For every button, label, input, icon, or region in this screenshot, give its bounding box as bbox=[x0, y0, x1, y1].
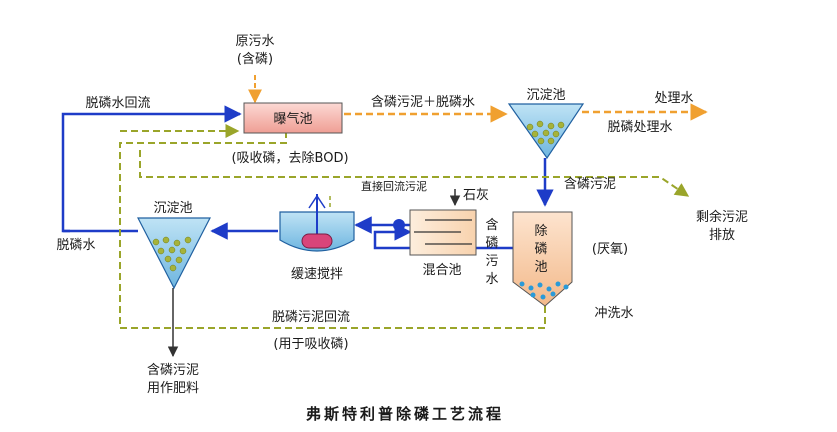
phos-sludge-right-label: 含磷污泥 bbox=[564, 176, 616, 192]
settling-tank-top-label: 沉淀池 bbox=[526, 88, 565, 103]
settling-tank-left bbox=[137, 217, 211, 290]
treated-water-label: 处理水 bbox=[654, 91, 693, 106]
dephos-tank-char: 除 bbox=[534, 224, 547, 239]
phos-water-char: 污 bbox=[485, 254, 498, 269]
excess-sludge-discharge-label: 排放 bbox=[709, 228, 735, 243]
phos-sludge-plus-water-label: 含磷污泥＋脱磷水 bbox=[371, 94, 475, 110]
raw-water-label: 原污水 bbox=[235, 34, 274, 49]
diagram-caption: 弗斯特利普除磷工艺流程 bbox=[306, 405, 504, 423]
dephos-treated-water-label: 脱磷处理水 bbox=[607, 120, 672, 135]
settling-tank-left-label: 沉淀池 bbox=[153, 201, 192, 216]
dephos-tank-char: 池 bbox=[534, 260, 547, 275]
agitator-impeller-icon bbox=[301, 233, 333, 249]
sludge-fertilizer-use-label: 用作肥料 bbox=[147, 381, 199, 396]
wash-water-label: 冲洗水 bbox=[594, 306, 633, 321]
settling-tank-left-sludge bbox=[152, 236, 192, 272]
mixing-tank-baffles bbox=[414, 219, 472, 245]
phos-water-vertical-label: 含 磷 污 水 bbox=[485, 217, 498, 287]
direct-return-sludge-label: 直接回流污泥 bbox=[361, 179, 427, 193]
for-phos-absorption-label: (用于吸收磷) bbox=[273, 337, 348, 352]
slow-mixing-label: 缓速搅拌 bbox=[291, 266, 343, 282]
aeration-note-label: (吸收磷，去除BOD) bbox=[231, 151, 348, 166]
aeration-tank-label: 曝气池 bbox=[273, 111, 312, 127]
phos-water-char: 水 bbox=[485, 272, 498, 287]
dephos-water-label: 脱磷水 bbox=[56, 238, 95, 253]
sludge-fertilizer-label: 含磷污泥 bbox=[147, 362, 199, 378]
settling-tank-top-sludge bbox=[526, 120, 565, 145]
excess-sludge-discharge-line bbox=[139, 150, 690, 197]
anaerobic-label: (厌氧) bbox=[592, 242, 628, 257]
aeration-tank bbox=[243, 102, 343, 134]
excess-sludge-label: 剩余污泥 bbox=[696, 209, 748, 225]
dephos-water-return-label: 脱磷水回流 bbox=[85, 96, 150, 111]
dephos-tank-sludge bbox=[519, 281, 569, 300]
agitator-icon bbox=[308, 194, 326, 209]
dephos-sludge-return-label: 脱磷污泥回流 bbox=[272, 310, 350, 325]
dephos-tank-vertical-label: 除 磷 池 bbox=[534, 224, 547, 275]
raw-water-phos-label: (含磷) bbox=[237, 51, 273, 67]
lime-label: 石灰 bbox=[463, 188, 489, 203]
phos-water-char: 磷 bbox=[485, 236, 498, 251]
aeration-sludge-return-loop bbox=[119, 131, 546, 329]
phos-water-char: 含 bbox=[485, 217, 498, 233]
mixing-tank-label: 混合池 bbox=[422, 263, 461, 278]
dephos-tank-char: 磷 bbox=[534, 242, 547, 257]
pump-icon bbox=[393, 219, 405, 231]
